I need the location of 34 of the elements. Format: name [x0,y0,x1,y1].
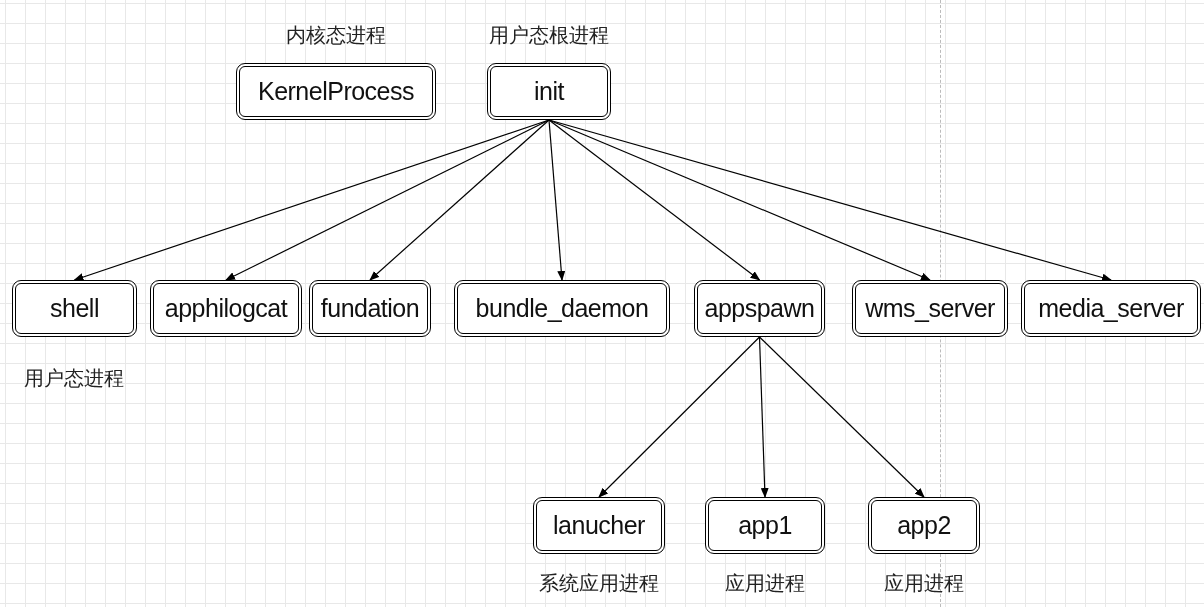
process-caption: 内核态进程 [286,23,386,48]
process-box [309,280,431,337]
process-name: bundle_daemon [475,294,649,323]
process-caption: 用户态进程 [24,366,124,391]
process-name: media_server [1038,294,1184,323]
process-caption: 应用进程 [725,571,805,596]
process-caption: 用户态根进程 [489,23,609,48]
arrow [598,336,761,498]
arrow [548,119,761,281]
process-name: appspawn [704,294,815,323]
process-box [694,280,825,337]
arrow [548,119,931,281]
process-name: app2 [897,511,951,540]
arrow [369,119,550,281]
process-name: KernelProcess [257,77,415,106]
process-name: shell [50,294,99,323]
process-box [1021,280,1201,337]
process-caption: 系统应用进程 [539,571,659,596]
arrow [758,336,925,498]
process-name: app1 [738,511,792,540]
process-name: init [534,77,564,106]
process-caption: 应用进程 [884,571,964,596]
process-name: fundation [320,294,420,323]
arrow [548,119,1112,282]
process-name: apphilogcat [164,294,288,323]
process-box [454,280,670,337]
arrow [225,119,550,281]
arrow [758,336,769,498]
process-box [852,280,1008,337]
process-box [150,280,302,337]
arrow [73,119,550,281]
process-name: wms_server [865,294,995,323]
process-name: lanucher [553,511,645,540]
arrow [548,119,566,281]
